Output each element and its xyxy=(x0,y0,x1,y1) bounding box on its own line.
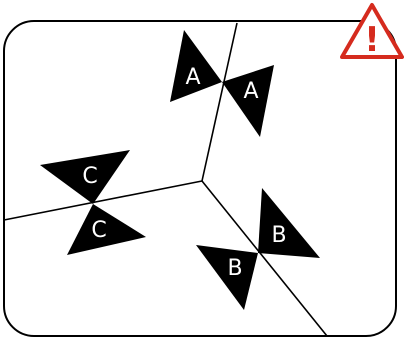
triangle-a-left xyxy=(170,30,222,102)
warning-triangle-outline xyxy=(340,3,404,59)
triangle-b-right xyxy=(258,188,320,258)
triangle-c-bottom-label: C xyxy=(91,218,106,243)
divider-line-left xyxy=(3,180,203,221)
triangle-pair-c: C C xyxy=(40,150,146,255)
triangle-b-left-label: B xyxy=(227,256,242,281)
diagram-frame xyxy=(3,20,397,337)
triangle-b-right-label: B xyxy=(271,223,286,248)
divider-line-bottom-right xyxy=(201,180,328,337)
triangle-pair-b: B B xyxy=(196,188,320,310)
triangle-pair-a: A A xyxy=(170,30,274,137)
triangle-c-top xyxy=(40,150,130,204)
warning-triangle-icon: ! xyxy=(340,3,404,60)
triangle-b-left xyxy=(196,245,258,310)
warning-exclamation: ! xyxy=(364,20,380,60)
triangle-a-left-label: A xyxy=(185,65,200,90)
triangle-c-bottom xyxy=(67,204,146,255)
divider-lines xyxy=(3,22,328,337)
divider-line-top xyxy=(201,22,238,182)
triangle-a-right-label: A xyxy=(243,79,258,104)
triangle-a-right xyxy=(222,65,274,137)
triangle-c-top-label: C xyxy=(82,164,97,189)
